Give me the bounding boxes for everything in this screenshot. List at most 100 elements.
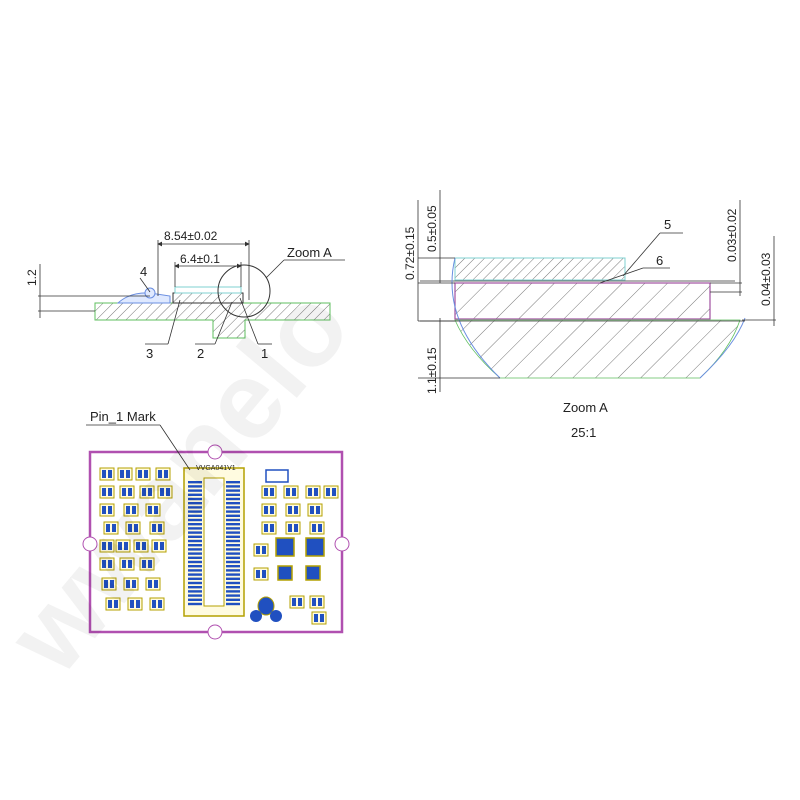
component-pad (148, 506, 152, 514)
side-view: 1.2 8.54±0.02 6.4±0.1 Zoom A 4 3 2 1 (25, 229, 345, 361)
connector-pin (188, 481, 202, 484)
pcb-mount-hole-right (334, 536, 350, 552)
connector-pin (226, 514, 240, 517)
component-pad (102, 506, 106, 514)
component-pad (148, 580, 152, 588)
connector-pin (188, 552, 202, 555)
component-pad (326, 488, 330, 496)
connector-pin (226, 577, 240, 580)
component-pad (256, 546, 260, 554)
connector-pin (188, 535, 202, 538)
component-pad (136, 542, 140, 550)
connector-pin (226, 506, 240, 509)
connector-pin (226, 502, 240, 505)
pin1-leader-diag (159, 424, 191, 471)
component-pad (264, 488, 268, 496)
pcb-ic-top (265, 469, 289, 483)
dim-gap-a-text: 0.03±0.02 (725, 208, 739, 262)
dim-top-text: 0.5±0.05 (425, 205, 439, 252)
connector-pin (226, 485, 240, 488)
connector-pin (226, 573, 240, 576)
connector-pin (226, 565, 240, 568)
component-pad (294, 524, 298, 532)
component-pad (114, 600, 118, 608)
connector-pin (188, 523, 202, 526)
component-pad (128, 560, 132, 568)
connector-pin (226, 489, 240, 492)
pcb-mount-hole-left (82, 536, 98, 552)
component-pad (102, 488, 106, 496)
zoom-leader (265, 259, 285, 279)
pcb-chip-a (275, 537, 295, 557)
connector-pin (188, 565, 202, 568)
zoom-label: Zoom A (287, 245, 332, 260)
connector-pin (188, 514, 202, 517)
pcb-connector-inner (203, 477, 225, 607)
connector-pin (226, 602, 240, 606)
component-pad (314, 488, 318, 496)
dim-gap-b-text: 0.04±0.03 (759, 252, 773, 306)
component-pad (118, 542, 122, 550)
connector-pin (226, 560, 240, 564)
component-pad (262, 546, 266, 554)
component-pad (270, 524, 274, 532)
component-pad (160, 542, 164, 550)
zoom-view: 0.72±0.15 0.5±0.05 1.1±0.15 0.03±0.02 0.… (403, 190, 776, 440)
connector-pin (188, 581, 202, 585)
zoom-base (454, 319, 741, 379)
side-sensor-body (172, 292, 244, 304)
component-pad (318, 598, 322, 606)
component-pad (148, 560, 152, 568)
pcb-pins-right (226, 481, 240, 606)
component-pad (102, 560, 106, 568)
component-pad (298, 598, 302, 606)
component-pad (270, 506, 274, 514)
component-pad (332, 488, 336, 496)
component-pad (126, 580, 130, 588)
zoom-circle (217, 264, 271, 318)
component-pad (108, 470, 112, 478)
component-pad (142, 542, 146, 550)
pcb-chip-d (305, 565, 321, 581)
component-pad (264, 524, 268, 532)
component-pad (310, 506, 314, 514)
dim-outer-text: 8.54±0.02 (164, 229, 218, 243)
component-pad (142, 488, 146, 496)
callout-1-leader-diag (239, 297, 259, 345)
component-pad (128, 488, 132, 496)
pcb-chip-c (277, 565, 293, 581)
component-pad (292, 488, 296, 496)
connector-pin (188, 518, 202, 522)
connector-pin (188, 489, 202, 492)
component-pad (142, 560, 146, 568)
pcb-mount-hole-top (207, 444, 223, 460)
component-pad (318, 524, 322, 532)
pin1-mark-label: Pin_1 Mark (90, 409, 156, 424)
connector-pin (226, 556, 240, 559)
connector-pin (226, 527, 240, 530)
connector-pin (226, 493, 240, 496)
connector-pin (188, 577, 202, 580)
connector-pin (226, 497, 240, 501)
connector-pin (188, 539, 202, 543)
zoom-title: Zoom A (563, 400, 608, 415)
component-pad (108, 542, 112, 550)
connector-pin (188, 598, 202, 601)
pcb-pins-left (188, 481, 202, 606)
component-pad (128, 524, 132, 532)
callout-4: 4 (140, 264, 147, 279)
dim-inner-text: 6.4±0.1 (180, 252, 220, 266)
side-base-board (94, 302, 331, 339)
connector-pin (188, 560, 202, 564)
component-pad (292, 598, 296, 606)
connector-pin (226, 523, 240, 526)
component-pad (288, 524, 292, 532)
callout-5-leader (622, 232, 661, 277)
component-pad (134, 524, 138, 532)
component-pad (262, 570, 266, 578)
component-pad (154, 542, 158, 550)
component-pad (154, 506, 158, 514)
side-glue-dot (144, 287, 156, 299)
component-pad (148, 488, 152, 496)
connector-pin (188, 531, 202, 534)
